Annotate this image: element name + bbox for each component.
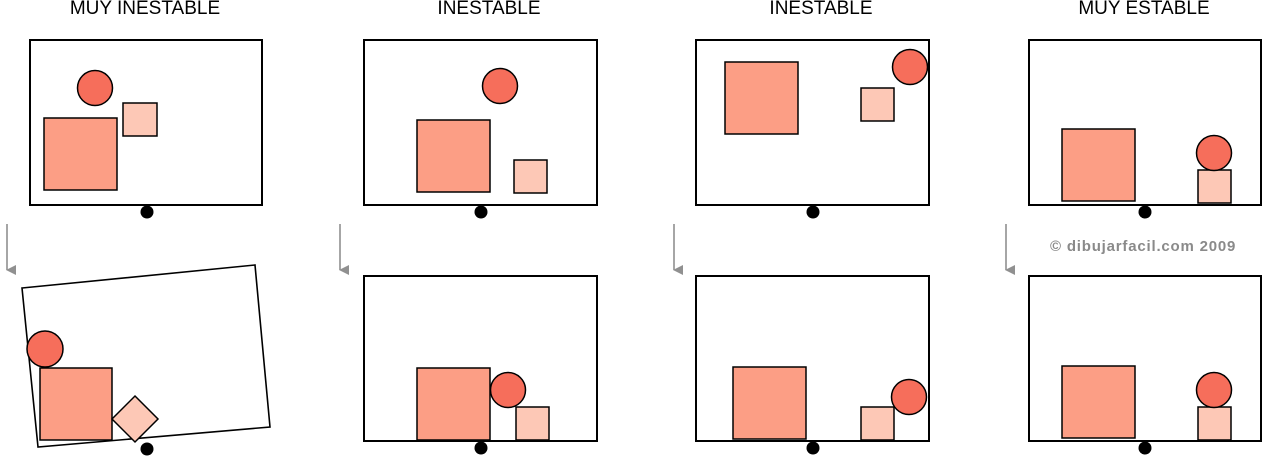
column-title-4: MUY ESTABLE: [1078, 0, 1210, 19]
small-square: [513, 159, 548, 194]
panel-col2-top: [363, 39, 598, 219]
big-square: [416, 119, 491, 193]
panel-col1-top: [29, 39, 263, 219]
big-square: [43, 117, 118, 191]
pivot-dot-icon: [806, 205, 820, 219]
big-square: [724, 61, 799, 135]
panel-col2-bottom: [363, 275, 598, 455]
panel-col3-bottom: [695, 275, 930, 455]
big-square: [416, 367, 491, 441]
pivot-dot-icon: [474, 441, 488, 455]
panel-col1-bottom: [21, 264, 271, 456]
pivot-dot-icon: [140, 442, 154, 456]
small-square: [1197, 169, 1232, 204]
big-square: [39, 367, 113, 441]
panel-col4-bottom: [1028, 275, 1262, 455]
pivot-dot-icon: [140, 205, 154, 219]
circle: [1195, 134, 1233, 172]
circle: [890, 378, 928, 416]
pivot-dot-icon: [1138, 441, 1152, 455]
circle: [1195, 371, 1233, 409]
copyright-icon: ©: [1050, 238, 1062, 255]
small-square: [515, 406, 550, 441]
small-square: [122, 102, 158, 137]
circle: [891, 48, 929, 86]
small-square: [860, 87, 895, 122]
column-title-1: MUY INESTABLE: [69, 0, 221, 19]
pivot-dot-icon: [1138, 205, 1152, 219]
circle: [76, 69, 114, 107]
pivot-dot-icon: [806, 441, 820, 455]
big-square: [732, 366, 807, 440]
small-square: [1197, 406, 1232, 441]
big-square: [1061, 128, 1136, 202]
column-title-2: INESTABLE: [437, 0, 541, 19]
small-square: [110, 394, 160, 444]
panel-col3-top: [695, 39, 930, 219]
column-title-3: INESTABLE: [769, 0, 873, 19]
circle: [481, 67, 519, 105]
watermark-text: dibujarfacil.com 2009: [1066, 238, 1237, 255]
watermark: © dibujarfacil.com 2009: [1050, 236, 1236, 258]
small-square: [860, 406, 895, 441]
circle: [489, 371, 527, 409]
big-square: [1061, 365, 1136, 439]
pivot-dot-icon: [474, 205, 488, 219]
panel-col4-top: [1028, 39, 1262, 219]
circle: [26, 330, 64, 368]
